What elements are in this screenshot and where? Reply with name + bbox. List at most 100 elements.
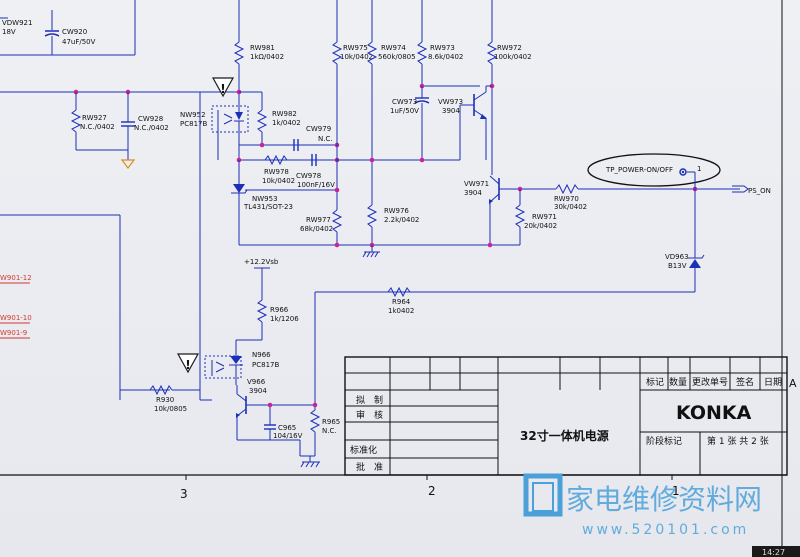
c965-ref: C965 (278, 424, 296, 432)
rw973-value: 8.6k/0402 (428, 53, 463, 61)
vdw921-ref: VDW921 (2, 19, 32, 27)
ps-on-port: PS_ON (732, 185, 771, 195)
rw981-resistor: RW981 1kΩ/0402 (233, 0, 284, 92)
vw971-stage: RW972 100k/0402 VW971 3904 RW971 20k/040… (464, 0, 740, 248)
vw973-value: 3904 (442, 107, 460, 115)
vd963-zener: VD963 B13V R964 1k0402 (314, 189, 705, 410)
row-standard: 标准化 (350, 444, 377, 456)
vdw921-value: 18V (2, 28, 16, 36)
title-block: 标记 数量 更改单号 签名 日期 A 拟 制 审 核 标准化 批 准 32寸一体… (344, 356, 797, 476)
tp-pin-number: 1 (697, 165, 701, 173)
rw974-ref: RW974 (381, 44, 406, 52)
net-w901-10: W901-10 (0, 314, 32, 322)
rw974-value: 560k/0805 (378, 53, 416, 61)
rw977-value: 68k/0402 (300, 225, 333, 233)
vd963-ref: VD963 (665, 253, 689, 261)
v966-stage: V966 3904 C965 104/16V R965 N.C. (236, 378, 340, 468)
vd963-value: B13V (668, 262, 687, 270)
r964-value: 1k0402 (388, 307, 414, 315)
nw953-tl431: NW953 TL431/SOT-23 (231, 160, 337, 245)
r966-ref: R966 (270, 306, 289, 314)
cw920-value: 47uF/50V (62, 38, 96, 46)
vsb-label: +12.2Vsb (244, 258, 279, 266)
drawing-title: 32寸一体机电源 (520, 428, 609, 443)
row-approved: 批 准 (356, 461, 383, 473)
overflow-letter: A (789, 377, 797, 390)
cw979-value: N.C. (318, 135, 333, 143)
n966-optocoupler: ! N966 PC817B +12.2Vsb R966 1k/1206 (176, 258, 299, 385)
v966-value: 3904 (249, 387, 267, 395)
tp-power-label: TP_POWER-ON/OFF (605, 166, 673, 174)
n966-value: PC817B (252, 361, 279, 369)
net-w901-9: W901-9 (0, 329, 27, 337)
company-name: KONKA (676, 402, 752, 424)
rw975-ref: RW975 (343, 44, 368, 52)
rw927-value: N.C./0402 (80, 123, 115, 131)
clock-text: 14:27 (762, 548, 785, 557)
rw970-value: 30k/0402 (554, 203, 587, 211)
rw973-ref: RW973 (430, 44, 455, 52)
svg-text:!: ! (220, 82, 225, 96)
header-qty: 数量 (669, 376, 687, 388)
rw972-value: 100k/0402 (494, 53, 532, 61)
cw928-value: N.C./0402 (134, 124, 169, 132)
c965-value: 104/16V (273, 432, 303, 440)
rw977-ref: RW977 (306, 216, 331, 224)
cw973-ref: CW973 (392, 98, 417, 106)
left-feedback-wires: RW927 N.C./0402 CW928 N.C./0402 (0, 89, 238, 169)
system-clock: 14:27 (752, 546, 800, 557)
rw981-value: 1kΩ/0402 (250, 53, 284, 61)
vdw921-area: VDW921 18V CW920 47uF/50V (0, 0, 136, 56)
header-sign: 签名 (736, 376, 754, 388)
lower-left-nets: W901-12 W901-10 W901-9 R930 10k/0805 (0, 214, 200, 413)
tp-power-testpoint: TP_POWER-ON/OFF 1 (587, 153, 721, 189)
watermark-text: 家电维修资料网 (566, 483, 762, 516)
stage-label: 阶段标记 (646, 435, 682, 447)
rw971-value: 20k/0402 (524, 222, 557, 230)
cw978-value: 100nF/16V (297, 181, 335, 189)
n966-ref: N966 (252, 351, 271, 359)
rw927-ref: RW927 (82, 114, 107, 122)
ps-on-label: PS_ON (748, 187, 771, 195)
rw971-ref: RW971 (532, 213, 557, 221)
net-w901-12: W901-12 (0, 274, 32, 282)
nw953-ref: NW953 (252, 195, 278, 203)
rw978-cw978: RW978 10k/0402 CW978 100nF/16V (236, 142, 340, 189)
row-reviewed: 审 核 (356, 409, 383, 421)
watermark: 家电维修资料网 www.520101.com (523, 473, 762, 538)
rw982-resistor: RW982 1k/0402 (236, 89, 337, 148)
r965-ref: R965 (322, 418, 340, 426)
nw952-optocoupler: ! NW952 PC817B (180, 77, 249, 401)
row-drafted: 拟 制 (356, 394, 383, 406)
rw976-value: 2.2k/0402 (384, 216, 419, 224)
rw975-rw977-column: RW975 10k/0402 RW977 68k/0402 (300, 0, 373, 245)
watermark-url: www.520101.com (582, 522, 749, 538)
cw978-ref: CW978 (296, 172, 321, 180)
rw978-value: 10k/0402 (262, 177, 295, 185)
cw973-value: 1uF/50V (390, 107, 419, 115)
r930-ref: R930 (156, 396, 174, 404)
v966-ref: V966 (247, 378, 266, 386)
vw971-ref: VW971 (464, 180, 489, 188)
r930-value: 10k/0805 (154, 405, 187, 413)
grid-number-3: 3 (180, 487, 188, 501)
grid-number-1: 1 (672, 484, 680, 498)
vw971-value: 3904 (464, 189, 482, 197)
cw979-capacitor: CW979 N.C. (293, 125, 333, 151)
rw981-ref: RW981 (250, 44, 275, 52)
rw974-rw976-column: RW974 560k/0805 RW976 2.2k/0402 (239, 0, 520, 258)
svg-text:!: ! (185, 358, 190, 372)
header-date: 日期 (764, 377, 782, 388)
rw982-value: 1k/0402 (272, 119, 301, 127)
rw978-ref: RW978 (264, 168, 289, 176)
r966-value: 1k/1206 (270, 315, 299, 323)
r964-ref: R964 (392, 298, 411, 306)
vw973-ref: VW973 (438, 98, 463, 106)
r965-value: N.C. (322, 427, 337, 435)
rw982-ref: RW982 (272, 110, 297, 118)
header-mark: 标记 (646, 376, 664, 388)
rw972-ref: RW972 (497, 44, 522, 52)
